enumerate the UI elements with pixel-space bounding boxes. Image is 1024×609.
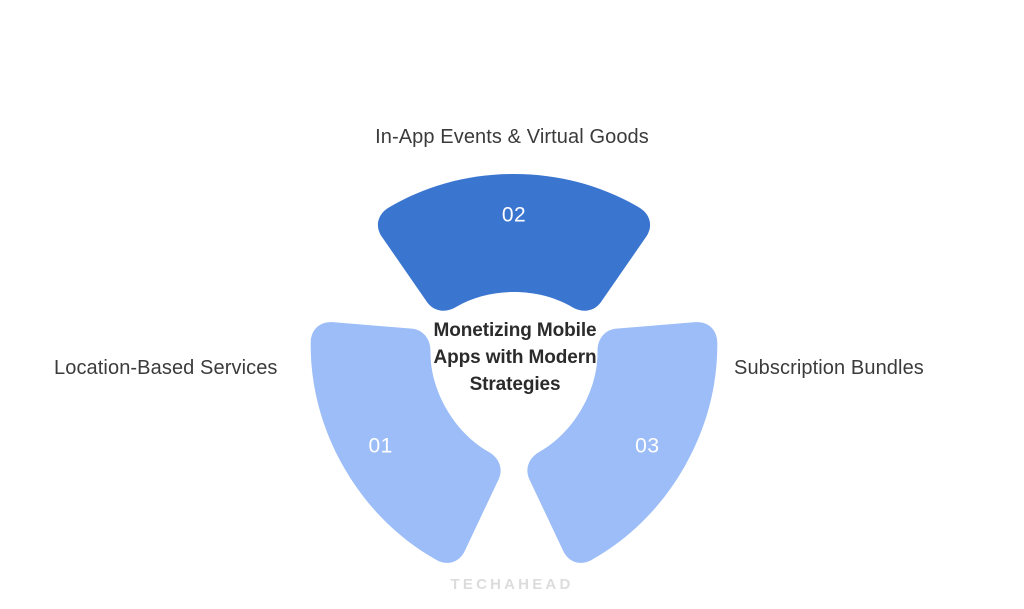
petal-02-shape <box>377 174 651 311</box>
callout-label-01: Location-Based Services <box>54 357 278 379</box>
center-heading-line-2: Apps with Modern <box>433 346 597 368</box>
petal-02[interactable]: 02 <box>377 174 651 311</box>
center-heading-line-3: Strategies <box>469 373 561 395</box>
center-heading-line-1: Monetizing Mobile <box>433 320 597 341</box>
techahead-watermark: TECHAHEAD <box>450 576 574 593</box>
callout-label-03: Subscription Bundles <box>734 357 924 379</box>
petal-03[interactable]: 03 <box>497 281 752 586</box>
petal-01[interactable]: 01 <box>276 281 531 586</box>
callout-label-02: In-App Events & Virtual Goods <box>375 126 649 148</box>
petal-03-number: 03 <box>635 435 659 458</box>
petal-02-number: 02 <box>502 204 526 227</box>
center-heading: Monetizing Mobile Apps with Modern Strat… <box>408 318 622 399</box>
petal-01-number: 01 <box>368 435 392 458</box>
